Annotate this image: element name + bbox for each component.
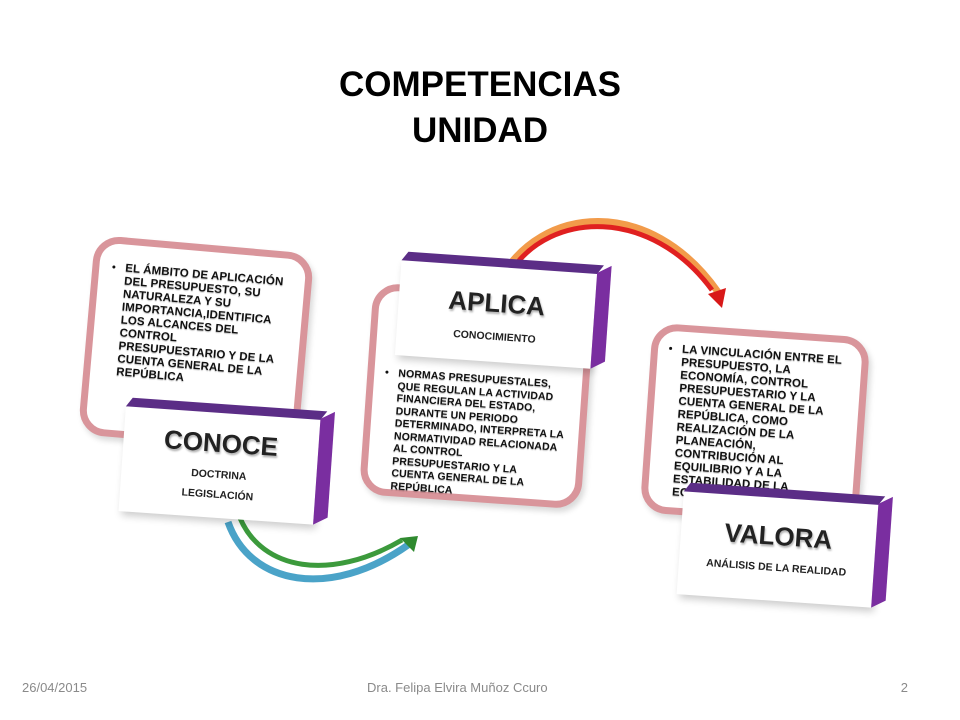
aplica-box: APLICA CONOCIMIENTO	[394, 251, 612, 369]
conoce-heading: CONOCE	[163, 424, 280, 462]
valora-description: LA VINCULACIÓN ENTRE EL PRESUPUESTO, LA …	[648, 330, 863, 512]
footer-date: 26/04/2015	[22, 680, 88, 695]
slide-title-line2: UNIDAD	[411, 111, 549, 150]
slide-title: COMPETENCIAS UNIDAD	[0, 62, 960, 154]
arrow-conoce-to-aplica	[224, 517, 418, 583]
arrowhead-icon	[400, 536, 418, 552]
slide-title-line1: COMPETENCIAS	[339, 65, 621, 104]
arrow-aplica-to-valora	[496, 218, 726, 308]
aplica-sub-conocimiento: CONOCIMIENTO	[452, 328, 537, 346]
arrowhead-icon	[708, 288, 726, 308]
conoce-description: EL ÁMBITO DE APLICACIÓN DEL PRESUPUESTO,…	[90, 242, 307, 394]
aplica-heading: APLICA	[447, 284, 547, 322]
conoce-box: CONOCE DOCTRINA LEGISLACIÓN	[118, 397, 335, 525]
conoce-bullet: EL ÁMBITO DE APLICACIÓN DEL PRESUPUESTO,…	[116, 263, 292, 394]
aplica-bullet: NORMAS PRESUPUESTALES, QUE REGULAN LA AC…	[390, 367, 568, 504]
footer-author: Dra. Felipa Elvira Muñoz Ccuro	[367, 680, 548, 695]
footer-page-number: 2	[900, 680, 908, 695]
valora-heading: VALORA	[723, 517, 834, 555]
valora-box: VALORA ANÁLISIS DE LA REALIDAD	[676, 482, 893, 608]
